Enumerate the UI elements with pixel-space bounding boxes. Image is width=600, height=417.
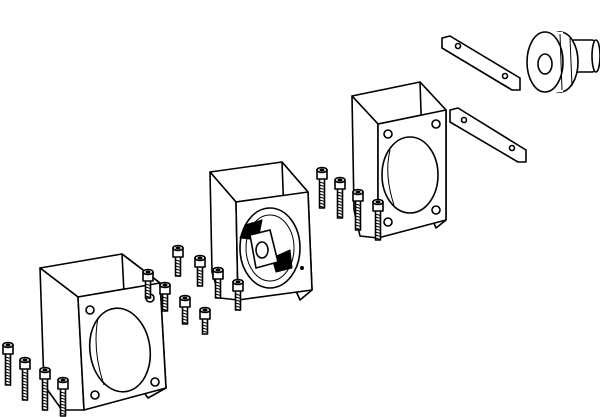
screw-set — [2, 166, 384, 417]
screw — [372, 198, 384, 241]
clamping-strip-upper — [441, 35, 521, 91]
screw — [2, 341, 14, 386]
coupling-housing — [209, 161, 313, 301]
screw — [39, 366, 51, 411]
coupling-hub — [526, 31, 600, 93]
clamping-strip-lower — [449, 107, 527, 163]
screw — [212, 266, 224, 299]
screw — [142, 268, 154, 299]
screw — [199, 306, 211, 335]
screw — [159, 281, 171, 312]
screw — [352, 188, 364, 231]
screw — [19, 356, 31, 401]
screw — [232, 278, 244, 311]
screw — [179, 294, 191, 325]
screw — [172, 244, 184, 277]
mounting-block — [351, 81, 447, 239]
flange-plate — [39, 253, 167, 411]
screw — [194, 254, 206, 287]
screw — [57, 376, 69, 417]
screw — [316, 166, 328, 209]
screw — [334, 176, 346, 219]
